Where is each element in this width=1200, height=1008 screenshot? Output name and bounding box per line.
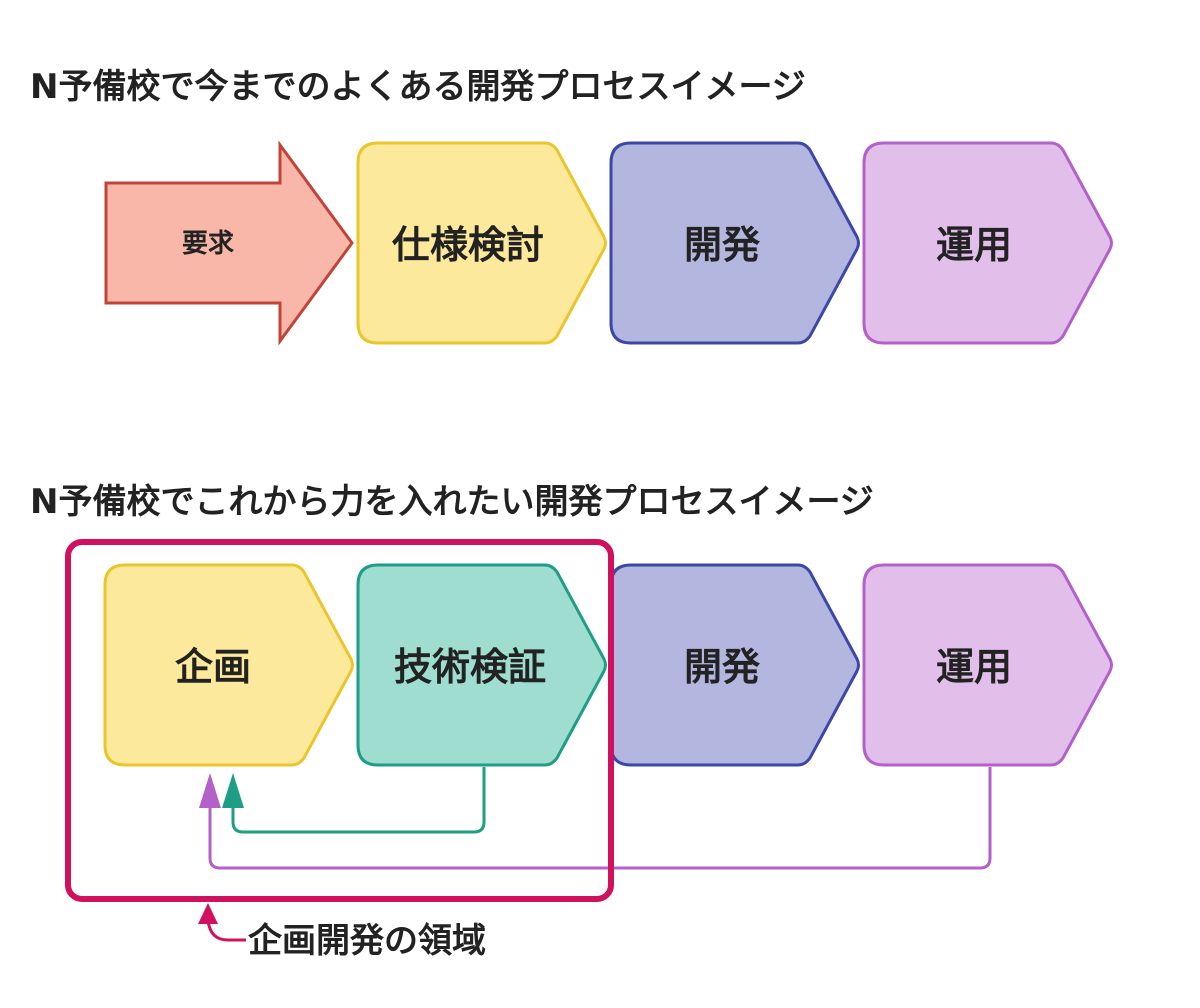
step-request-arrow [104, 140, 354, 346]
step-techcheck-shape [356, 563, 607, 767]
step-plan-shape [103, 563, 354, 767]
region-label: 企画開発の領域 [248, 921, 486, 961]
step-spec-shape [356, 141, 607, 345]
region-callout-arrowhead [198, 903, 218, 924]
step-ops-shape [862, 141, 1113, 345]
step-ops2-shape [862, 563, 1113, 767]
step-spec-label: 仕様検討 [392, 223, 544, 267]
future-process-title: N予備校でこれから力を入れたい開発プロセスイメージ [30, 482, 874, 522]
feedback-tech-to-plan-arrowhead [222, 773, 244, 808]
step-ops-label: 運用 [936, 223, 1012, 267]
planning-region-frame [65, 539, 614, 902]
feedback-tech-to-plan-line [231, 767, 486, 834]
step-request-label: 要求 [182, 229, 234, 259]
feedback-ops-to-plan-arrowhead [199, 773, 221, 808]
step-ops2-label: 運用 [936, 645, 1012, 689]
feedback-ops-to-plan-line [208, 767, 992, 870]
current-process-title: N予備校で今までのよくある開発プロセスイメージ [30, 67, 806, 107]
step-dev-label: 開発 [684, 223, 761, 267]
future-process-flow: 企画 技術検証 開発 運用 企画開発の領域 [65, 539, 1113, 961]
step-plan-label: 企画 [175, 645, 251, 689]
current-process-flow: 要求 仕様検討 開発 運用 [104, 140, 1113, 346]
step-techcheck-label: 技術検証 [394, 645, 546, 689]
step-dev2-label: 開発 [684, 645, 761, 689]
step-dev-shape [609, 141, 860, 345]
